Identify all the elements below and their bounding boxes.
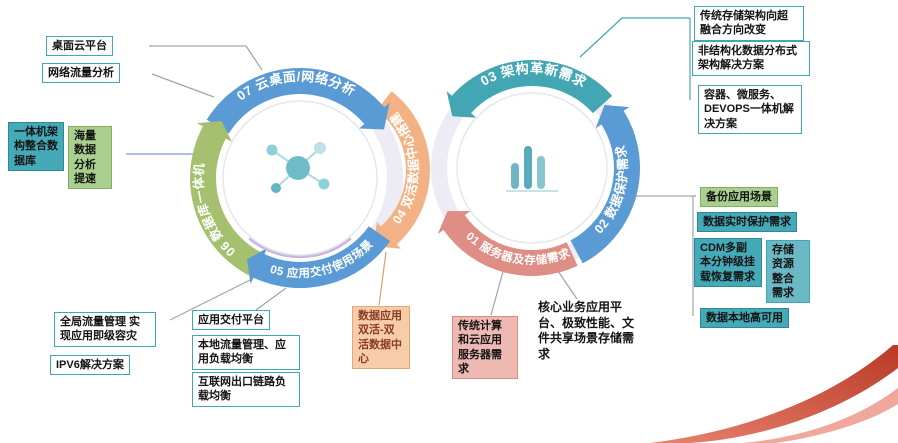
segment-05-app-delivery [247,226,391,289]
segment-03-arch-innovation [446,60,613,118]
connector-dual-active [378,251,387,306]
segment-02-data-protection [570,105,641,264]
segment-07-cloud-desktop [206,67,390,134]
bar-chart-icon [506,146,558,192]
callout-realtime-protect: 数据实时保护需求 [697,212,797,233]
connector-traditional-compute [490,267,505,316]
connector-lines [126,17,696,321]
connector-arch-needs [579,17,690,58]
right-wheel: 03 架构革新需求 02 数据保护需求 01 服务器及存储需求 [431,60,641,276]
callout-core-business: 核心业务应用平台、极致性能、文件共享场景存储需求 [538,300,635,361]
callout-massive-data: 海量数据分析提速 [68,126,112,190]
connector-global-traffic [169,278,253,321]
callout-storage-hci: 传统存储架构向超融合方向改变 [694,6,804,41]
callout-storage-pool: 存储资源整合需求 [766,240,810,304]
callout-unstructured: 非结构化数据分布式架构解决方案 [692,41,810,76]
callout-global-traffic: 全局流量管理 实现应用即级容灾 [54,312,156,347]
swoosh-decoration [650,345,898,443]
callout-local-ha: 数据本地高可用 [700,308,789,329]
callout-backup: 备份应用场景 [700,187,778,208]
segment-01-server-storage [437,211,578,276]
callout-appliance-arch: 一体机架构整合数据库 [8,122,64,171]
callout-local-traffic: 本地流量管理、应用负载均衡 [192,335,300,370]
molecule-icon [266,142,330,193]
callout-internet-link: 互联网出口链路负载均衡 [192,372,300,407]
callout-container-devops: 容器、微服务、DEVOPS一体机解决方案 [698,85,802,134]
connector-app-delivery [255,287,287,311]
segment-04-dual-active-dc [374,91,430,249]
left-hub-lavender-arc [248,237,352,259]
callout-ipv6: IPV6解决方案 [50,355,130,376]
callout-traditional-compute: 传统计算和云应用服务器需求 [452,316,518,380]
swoosh-main [650,345,898,443]
segment-06-database-appliance [190,121,272,282]
callout-cdm: CDM多副本分钟级挂载恢复需求 [694,238,762,287]
callout-app-delivery: 应用交付平台 [192,310,270,331]
swoosh-underlay [742,388,898,443]
callout-dual-active: 数据应用双活-双活数据中心 [352,306,410,370]
callout-network-traffic: 网络流量分析 [42,63,120,84]
left-wheel: 07 云桌面/网络分析 06 数据库一体机 05 应用交付使用场景 04 双活数… [190,67,430,289]
connector-core-business [555,267,578,300]
callout-desktop-cloud: 桌面云平台 [46,36,113,57]
connector-network-traffic [151,73,215,98]
connector-desktop-cloud [149,45,263,71]
